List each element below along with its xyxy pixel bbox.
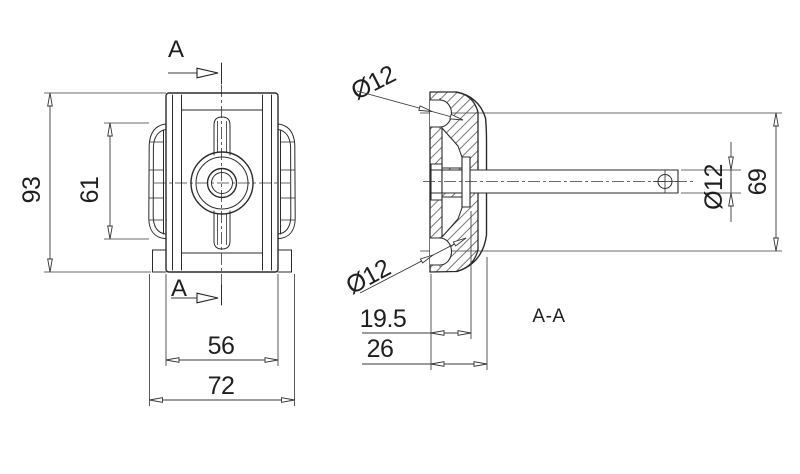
dim-61-label: 61 [76, 177, 104, 204]
cut-letter-bottom: A [171, 275, 187, 302]
dim-lower-hole-label: Ø12 [341, 254, 395, 300]
cut-letter-top: A [168, 36, 184, 63]
clip-foot [277, 249, 292, 273]
arrowhead [728, 156, 734, 171]
outer-shell-curve [455, 91, 488, 273]
dim-pin-label: Ø12 [700, 164, 728, 210]
right-spring-clip [277, 123, 296, 273]
boss-circle-bore [206, 167, 238, 199]
dim-depth-19-5: 19.5 [360, 211, 472, 370]
arrowhead [47, 258, 53, 273]
arrowhead [418, 105, 433, 112]
section-cut-arrow-top: A [168, 36, 222, 85]
dim-overall-width-72: 72 [149, 274, 295, 406]
arrowhead [430, 361, 445, 367]
dim-pin-diameter: Ø12 [681, 142, 741, 222]
dim-depth-26: 26 [362, 257, 488, 370]
section-cut-arrow-bottom: A [171, 275, 222, 306]
section-view: Ø12 Ø12 19.5 26 [341, 60, 782, 370]
section-label: A-A [532, 306, 565, 327]
clip-inner-curve [277, 129, 292, 235]
arrowhead [473, 361, 488, 367]
top-rib-tab [213, 116, 231, 156]
cross-hole-marker [653, 170, 677, 194]
arrowhead [457, 330, 472, 336]
dim-72-label: 72 [208, 372, 235, 400]
left-spring-clip [148, 123, 167, 273]
clip-outer-curve [277, 123, 296, 240]
cut-arrowhead-top [196, 67, 219, 79]
dim-93-label: 93 [18, 177, 46, 204]
arrowhead [149, 397, 163, 403]
pin-end-boss [430, 163, 443, 201]
boss-circle-inner [211, 172, 233, 194]
dim-26-label: 26 [367, 335, 394, 363]
arrowhead [773, 237, 779, 252]
arrowhead [165, 357, 180, 363]
dim-upper-hole-label: Ø12 [347, 60, 400, 106]
dim-69-label: 69 [744, 169, 772, 196]
clip-inner-curve [152, 129, 167, 235]
arrowhead [47, 92, 53, 107]
dim-overall-height-93: 93 [18, 92, 166, 273]
arrowhead [281, 397, 295, 403]
cut-arrowhead-bottom [196, 292, 219, 304]
dim-19-5-label: 19.5 [360, 305, 407, 333]
arrowhead [419, 254, 434, 264]
clip-outer-curve [148, 123, 167, 240]
arrowhead [107, 122, 113, 137]
arrowhead [430, 330, 445, 336]
body-outline [165, 92, 279, 273]
front-view: A A 93 61 [18, 36, 296, 406]
arrowhead [449, 113, 464, 121]
dim-clip-height-61: 61 [76, 122, 149, 240]
dim-56-label: 56 [208, 332, 235, 360]
arrowhead [107, 225, 113, 240]
bottom-rib-tab [213, 210, 231, 250]
leader-line [356, 90, 464, 121]
boss-circle-ring [195, 156, 249, 210]
dim-body-width-56: 56 [165, 274, 279, 366]
arrowhead [452, 237, 467, 247]
pin-collar [461, 156, 471, 208]
arrowhead [264, 357, 279, 363]
arrowhead [773, 112, 779, 127]
center-boss-circles [190, 151, 254, 215]
leader-line [359, 237, 467, 294]
boss-circle-outer [190, 151, 254, 215]
clip-foot [152, 249, 167, 273]
arrowhead [728, 192, 734, 207]
dim-section-height-69: 69 [744, 112, 779, 252]
